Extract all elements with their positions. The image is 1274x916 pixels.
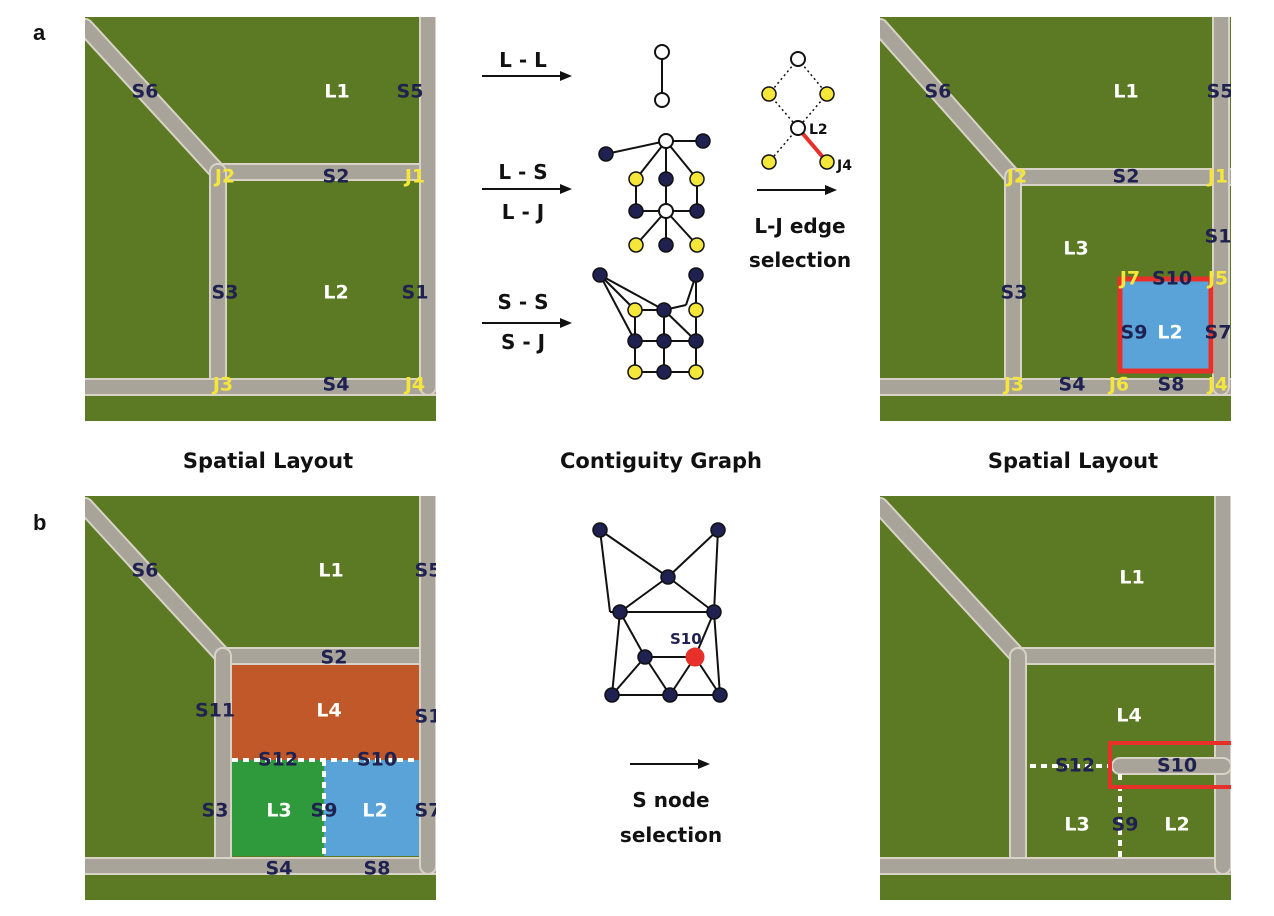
mini-label-j4: J4 <box>836 158 852 174</box>
selected-node-s10 <box>685 647 705 667</box>
label-s2: S2 <box>322 165 350 188</box>
label-s4: S4 <box>322 373 350 396</box>
label-l1: L1 <box>1119 566 1145 589</box>
label-j4: J4 <box>1207 373 1229 396</box>
label-j3: J3 <box>1003 373 1025 396</box>
s-node-selection-line1: S node <box>632 788 710 812</box>
edge-label-ll: L - L <box>499 48 547 72</box>
label-j2: J2 <box>214 165 236 188</box>
label-s8: S8 <box>1157 373 1185 396</box>
label-s4: S4 <box>265 857 293 880</box>
map-a-right: S6 L1 S5 J2 S2 J1 L3 S1 S3 J7 S10 J5 S9 … <box>880 17 1231 421</box>
highlight-box <box>1117 276 1214 374</box>
edge-label-ss: S - S <box>497 290 549 314</box>
label-j2: J2 <box>1006 165 1028 188</box>
caption-contiguity-graph: Contiguity Graph <box>560 449 762 473</box>
map-b-left: S6 L1 S5 S2 S11 L4 S1 S12 S10 S3 L3 S9 L… <box>85 496 436 900</box>
label-j1: J1 <box>404 165 426 188</box>
edge-label-lj: L - J <box>501 200 545 224</box>
l2-parcel <box>324 760 419 856</box>
label-s2: S2 <box>320 646 348 669</box>
mini-label-l2: L2 <box>809 122 828 138</box>
map-a-left: S6 L1 S5 J2 S2 J1 S3 L2 S1 J3 S4 J4 <box>85 17 436 421</box>
label-s3: S3 <box>1000 281 1028 304</box>
label-s4: S4 <box>1058 373 1086 396</box>
caption-spatial-layout-left: Spatial Layout <box>182 449 354 473</box>
label-j1: J1 <box>1207 165 1229 188</box>
label-s8: S8 <box>363 857 391 880</box>
label-s3: S3 <box>201 799 229 822</box>
label-j4: J4 <box>404 373 426 396</box>
graph-s-node-selection: S10 <box>592 522 728 703</box>
lj-selection-line2: selection <box>748 248 852 272</box>
label-s3: S3 <box>211 281 239 304</box>
graph-lj-selection: L2 J4 <box>761 51 852 174</box>
label-l1: L1 <box>1113 80 1139 103</box>
label-s1: S1 <box>414 705 436 728</box>
map-b-left-roads <box>85 496 436 875</box>
highlight-box <box>1108 741 1231 789</box>
label-l2: L2 <box>362 799 388 822</box>
label-s6: S6 <box>131 559 159 582</box>
label-s1: S1 <box>401 281 429 304</box>
label-s2: S2 <box>1112 165 1140 188</box>
arrow-ls-lj <box>482 184 572 194</box>
caption-spatial-layout-right: Spatial Layout <box>987 449 1159 473</box>
label-l2: L2 <box>1164 813 1190 836</box>
graph-ll <box>654 44 670 108</box>
l4-parcel <box>232 665 419 760</box>
label-s12: S12 <box>1054 754 1096 777</box>
edge-label-sj: S - J <box>500 330 546 354</box>
label-j7: J7 <box>1119 267 1141 290</box>
label-l3: L3 <box>1064 813 1090 836</box>
label-l1: L1 <box>318 559 344 582</box>
l3-parcel <box>232 760 324 856</box>
label-j6: J6 <box>1108 373 1130 396</box>
label-l4: L4 <box>316 699 342 722</box>
label-s9: S9 <box>1120 321 1148 344</box>
arrow-lj-selection <box>757 185 837 195</box>
graph-ls-lj <box>598 133 711 253</box>
label-s10: S10 <box>356 748 398 771</box>
l2-parcel <box>1120 279 1211 371</box>
label-s12: S12 <box>257 748 299 771</box>
arrow-ll <box>482 71 572 81</box>
label-l4: L4 <box>1116 704 1142 727</box>
label-s9: S9 <box>1111 813 1139 836</box>
label-s7: S7 <box>1204 321 1231 344</box>
label-l3: L3 <box>266 799 292 822</box>
label-s6: S6 <box>924 80 952 103</box>
label-s10: S10 <box>1151 267 1193 290</box>
arrow-ss-sj <box>482 318 572 328</box>
label-s10: S10 <box>1156 754 1198 777</box>
label-s5: S5 <box>1206 80 1231 103</box>
label-s9: S9 <box>310 799 338 822</box>
label-s5: S5 <box>396 80 424 103</box>
label-s11: S11 <box>194 699 236 722</box>
label-s6: S6 <box>131 80 159 103</box>
label-s10-node: S10 <box>670 630 702 648</box>
label-s1: S1 <box>1204 225 1231 248</box>
map-b-right: L1 L4 S12 S10 L3 S9 L2 <box>880 496 1231 900</box>
label-s5: S5 <box>414 559 436 582</box>
graph-ss-sj <box>592 267 704 380</box>
label-s7: S7 <box>414 799 436 822</box>
label-j5: J5 <box>1207 267 1229 290</box>
label-l2: L2 <box>1157 321 1183 344</box>
panel-letter-a: a <box>33 20 46 45</box>
label-j3: J3 <box>212 373 234 396</box>
map-a-left-roads <box>85 17 436 396</box>
label-l2: L2 <box>323 281 349 304</box>
label-l1: L1 <box>324 80 350 103</box>
lj-selection-line1: L-J edge <box>754 214 846 238</box>
edge-label-ls: L - S <box>498 160 548 184</box>
map-a-right-roads <box>880 17 1231 396</box>
map-b-right-roads <box>880 496 1231 875</box>
arrow-s-node-selection <box>630 759 710 769</box>
s-node-selection-line2: selection <box>619 823 723 847</box>
panel-letter-b: b <box>33 510 47 535</box>
label-l3: L3 <box>1063 237 1089 260</box>
